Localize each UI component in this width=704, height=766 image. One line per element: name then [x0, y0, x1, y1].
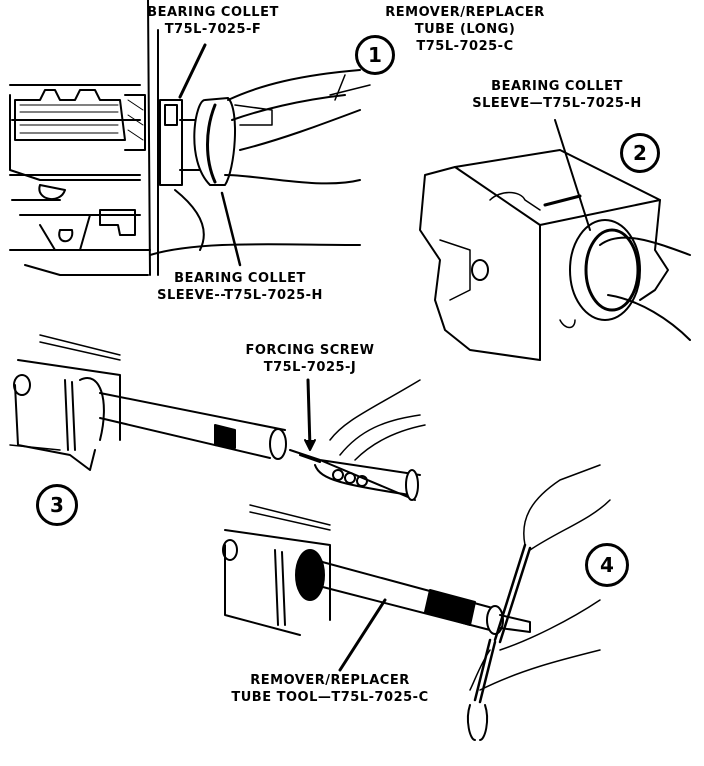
step-1-badge: 1 — [355, 35, 395, 75]
callout-line: SLEEVE—T75L-7025-H — [472, 96, 642, 111]
callout-line: BEARING COLLET — [491, 79, 623, 94]
panel-1-drawing — [9, 0, 371, 276]
callout-line: T75L-7025-C — [416, 39, 514, 54]
callout-line: REMOVER/REPLACER — [385, 5, 545, 20]
step-4-badge: 4 — [585, 543, 629, 587]
callout-line: TUBE TOOL—T75L-7025-C — [231, 690, 429, 705]
callout-bearing-collet: BEARING COLLET T75L-7025-F — [138, 4, 288, 38]
callout-line: T75L-7025-F — [164, 22, 262, 37]
step-number: 4 — [600, 553, 614, 577]
callout-remover-replacer-tool: REMOVER/REPLACER TUBE TOOL—T75L-7025-C — [210, 672, 450, 706]
callout-line: BEARING COLLET — [174, 271, 306, 286]
callout-line: T75L-7025-J — [263, 360, 357, 375]
step-3-badge: 3 — [36, 484, 78, 526]
panel-3-drawing — [9, 334, 426, 501]
callout-collet-sleeve-step2: BEARING COLLET SLEEVE—T75L-7025-H — [462, 78, 652, 112]
callout-line: REMOVER/REPLACER — [250, 673, 410, 688]
step-number: 2 — [633, 141, 647, 165]
callout-collet-sleeve-step1: BEARING COLLET SLEEVE--T75L-7025-H — [140, 270, 340, 304]
panel-2-drawing — [419, 119, 691, 361]
callout-line: TUBE (LONG) — [414, 22, 516, 37]
callout-forcing-screw: FORCING SCREW T75L-7025-J — [225, 342, 395, 376]
callout-remover-replacer-long: REMOVER/REPLACER TUBE (LONG) T75L-7025-C — [370, 4, 560, 55]
panel-4-drawing — [222, 464, 611, 741]
step-2-badge: 2 — [620, 133, 660, 173]
step-number: 3 — [50, 493, 64, 517]
callout-line: BEARING COLLET — [147, 5, 279, 20]
step-number: 1 — [368, 43, 382, 67]
callout-line: FORCING SCREW — [245, 343, 375, 358]
callout-line: SLEEVE--T75L-7025-H — [157, 288, 323, 303]
